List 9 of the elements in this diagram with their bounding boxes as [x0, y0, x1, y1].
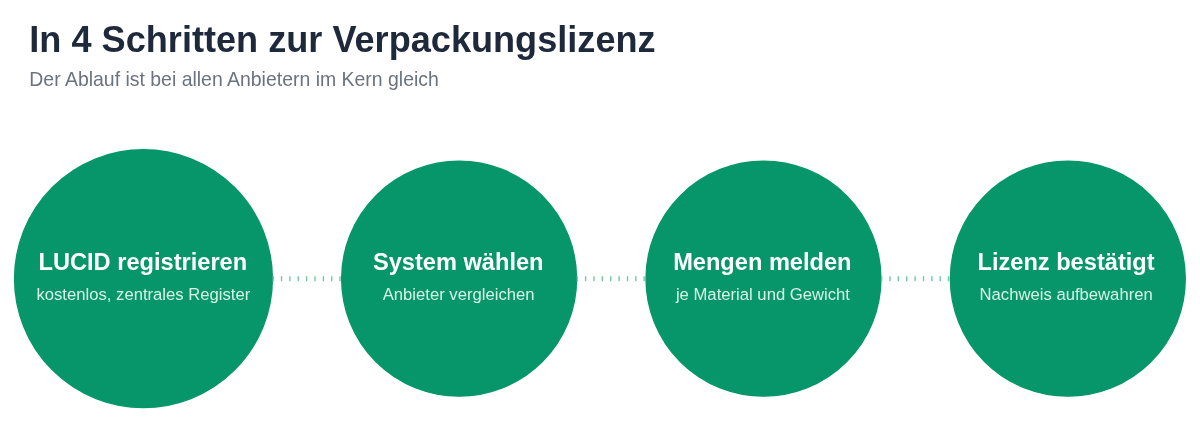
- diagram-title: In 4 Schritten zur Verpackungslizenz: [29, 19, 656, 61]
- connector: [576, 276, 646, 282]
- connector: [272, 276, 342, 282]
- node-circle: System wählen Anbieter vergleichen: [340, 160, 578, 397]
- caption: Der Ablauf ist bei allen Anbietern im Kern gleich: [29, 68, 439, 91]
- connector: [881, 276, 951, 282]
- node-circle: Mengen melden je Material und Gewicht: [645, 160, 882, 397]
- node-circle: Lizenz bestätigt Nachweis aufbewahren: [949, 160, 1186, 397]
- node-circle: LUCID registrieren kostenlos, zentrales Register: [13, 149, 274, 409]
